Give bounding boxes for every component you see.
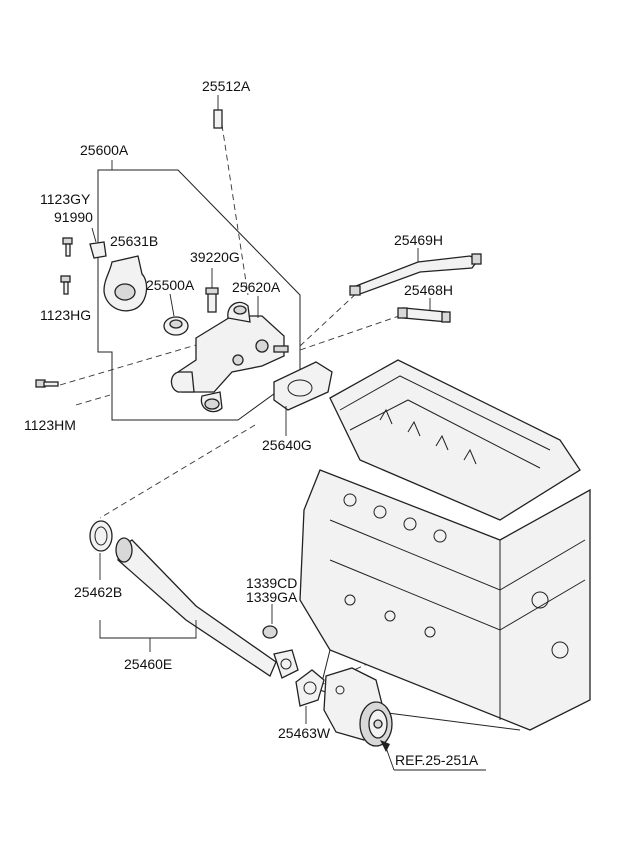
- temp-sensor-39220G: [205, 268, 219, 313]
- gasket-25462B: [89, 520, 113, 580]
- bolt-1123HM: [35, 379, 59, 388]
- label-1123HG: 1123HG: [40, 307, 91, 323]
- label-1123GY: 1123GY: [40, 191, 91, 207]
- bolt-1123HG: [60, 275, 71, 295]
- label-25462B: 25462B: [74, 584, 122, 600]
- label-1339GA: 1339GA: [246, 589, 298, 605]
- label-25600A: 25600A: [80, 142, 129, 158]
- engine-block: [299, 359, 591, 731]
- label-91990: 91990: [54, 209, 93, 225]
- label-25468H: 25468H: [404, 282, 453, 298]
- gasket-25640G: [273, 361, 333, 436]
- bolt-1123GY: [62, 237, 73, 257]
- label-1123HM: 1123HM: [24, 417, 76, 433]
- label-25460E: 25460E: [124, 656, 172, 672]
- label-25469H: 25469H: [394, 232, 443, 248]
- thermostat-cover-25631B: [103, 255, 148, 312]
- label-1339CD: 1339CD: [246, 575, 297, 591]
- label-25500A: 25500A: [146, 277, 195, 293]
- dashed-guides: [59, 124, 421, 691]
- label-25463W: 25463W: [278, 725, 331, 741]
- callout-labels: 25512A 25600A 1123GY 91990 25631B 39220G…: [24, 78, 479, 768]
- gasket-25463W: [295, 669, 325, 724]
- thermostat-25500A: [163, 293, 189, 336]
- bracket-25460E: [99, 620, 197, 652]
- label-25640G: 25640G: [262, 437, 312, 453]
- water-pipe-25460E: [115, 537, 299, 679]
- assembly-25600A-outline: [97, 160, 301, 421]
- water-outlet-housing-25620A: [170, 296, 289, 413]
- hose-25468H: [397, 298, 451, 323]
- label-ref-25-251A: REF.25-251A: [395, 752, 479, 768]
- label-39220G: 39220G: [190, 249, 240, 265]
- clip-91990: [89, 227, 107, 259]
- nut-1339CD: [262, 604, 278, 639]
- label-25620A: 25620A: [232, 279, 281, 295]
- water-pump: [323, 667, 393, 747]
- hose-25469H: [349, 248, 482, 296]
- reference-arrow: [380, 740, 486, 771]
- label-25512A: 25512A: [202, 78, 251, 94]
- stud-bolt-25512A: [213, 95, 223, 129]
- label-25631B: 25631B: [110, 233, 158, 249]
